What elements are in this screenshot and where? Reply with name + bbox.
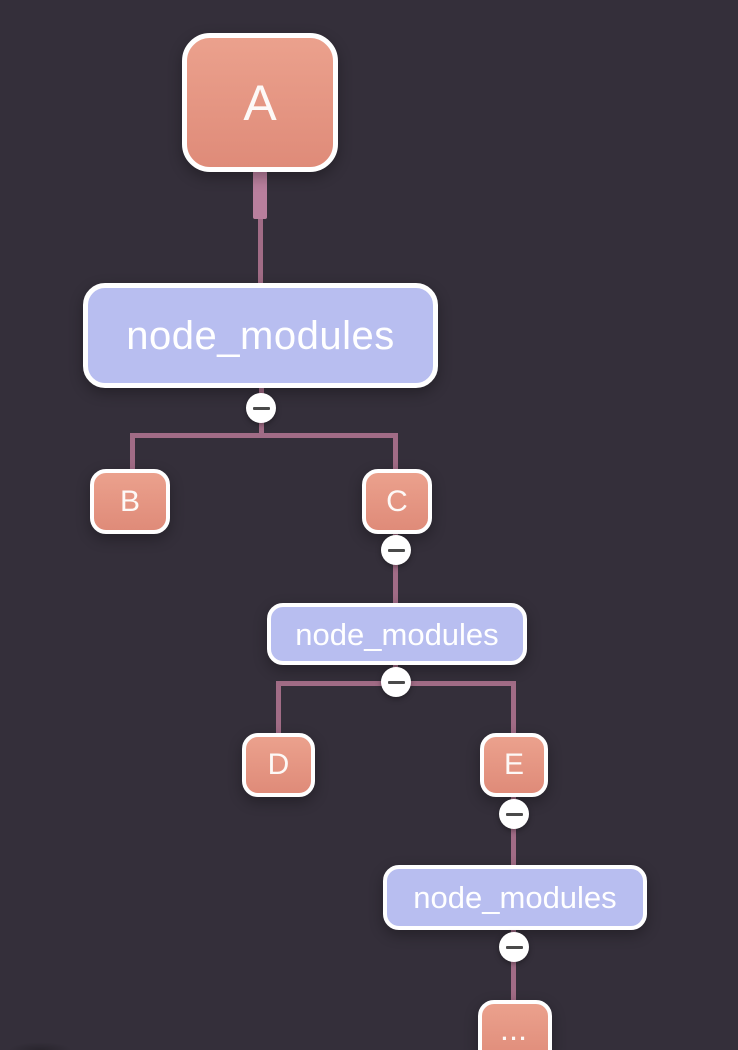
folder-node-modules-1-label: node_modules (126, 313, 395, 358)
node-b-label: B (119, 484, 140, 518)
edge-nm3-to-ellipsis (511, 928, 516, 1002)
minus-icon (252, 406, 270, 410)
edge-a-trunk-stub (253, 171, 267, 219)
node-c[interactable]: C (362, 469, 432, 534)
edge-branch1-to-c (393, 433, 398, 471)
collapse-button-e[interactable] (499, 799, 529, 829)
folder-node-modules-2[interactable]: node_modules (267, 603, 527, 665)
edge-e-to-nm3 (511, 795, 516, 867)
node-ellipsis-label: ... (501, 1020, 529, 1045)
minus-icon (387, 680, 405, 684)
node-d[interactable]: D (242, 733, 315, 797)
folder-node-modules-3-label: node_modules (413, 880, 617, 915)
node-d-label: D (267, 748, 290, 781)
collapse-button-nm2[interactable] (381, 667, 411, 697)
minus-icon (505, 812, 523, 816)
folder-node-modules-1[interactable]: node_modules (83, 283, 438, 388)
node-c-label: C (386, 484, 408, 518)
collapse-button-nm3[interactable] (499, 932, 529, 962)
folder-node-modules-2-label: node_modules (295, 616, 499, 652)
corner-shadow (8, 1042, 72, 1050)
node-a-label: A (243, 74, 277, 131)
edge-a-to-nm1 (258, 171, 263, 285)
edge-branch1-to-b (130, 433, 135, 471)
node-e-label: E (503, 748, 524, 781)
node-b[interactable]: B (90, 469, 170, 534)
edge-branch2-to-d (276, 681, 281, 735)
node-a[interactable]: A (182, 33, 338, 172)
collapse-button-nm1[interactable] (246, 393, 276, 423)
folder-node-modules-3[interactable]: node_modules (383, 865, 647, 930)
minus-icon (387, 548, 405, 552)
node-ellipsis[interactable]: ... (478, 1000, 552, 1050)
edge-branch1-horizontal (130, 433, 398, 438)
edge-c-to-nm2 (393, 530, 398, 605)
collapse-button-c[interactable] (381, 535, 411, 565)
edge-branch2-to-e (511, 681, 516, 735)
node-e[interactable]: E (480, 733, 548, 797)
minus-icon (505, 945, 523, 949)
